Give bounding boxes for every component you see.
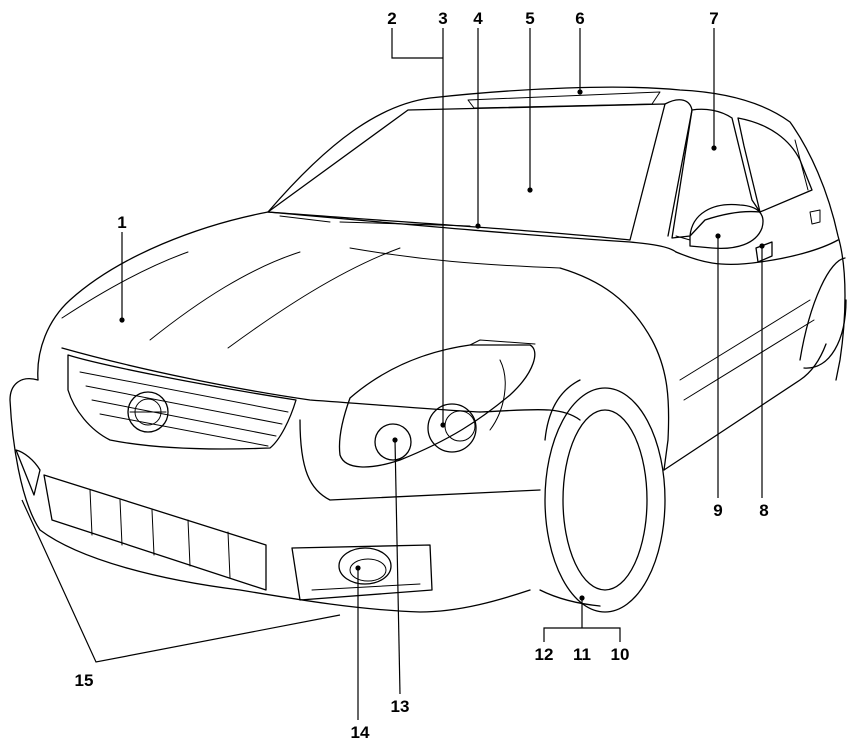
callout-13: 13	[391, 697, 410, 716]
callout-1: 1	[117, 213, 126, 232]
callout-11: 11	[573, 645, 591, 664]
car-body	[10, 87, 846, 612]
callout-15: 15	[75, 671, 94, 690]
callout-9: 9	[713, 501, 722, 520]
callout-6: 6	[575, 9, 584, 28]
callout-12: 12	[535, 645, 554, 664]
callout-3: 3	[438, 9, 447, 28]
callout-4: 4	[473, 9, 483, 28]
leader-dots	[119, 89, 764, 600]
callout-14: 14	[351, 723, 370, 742]
callout-7: 7	[709, 9, 718, 28]
callout-2: 2	[387, 9, 396, 28]
callout-8: 8	[759, 501, 768, 520]
leader-lines	[22, 28, 762, 720]
callout-10: 10	[611, 645, 630, 664]
callout-5: 5	[525, 9, 534, 28]
